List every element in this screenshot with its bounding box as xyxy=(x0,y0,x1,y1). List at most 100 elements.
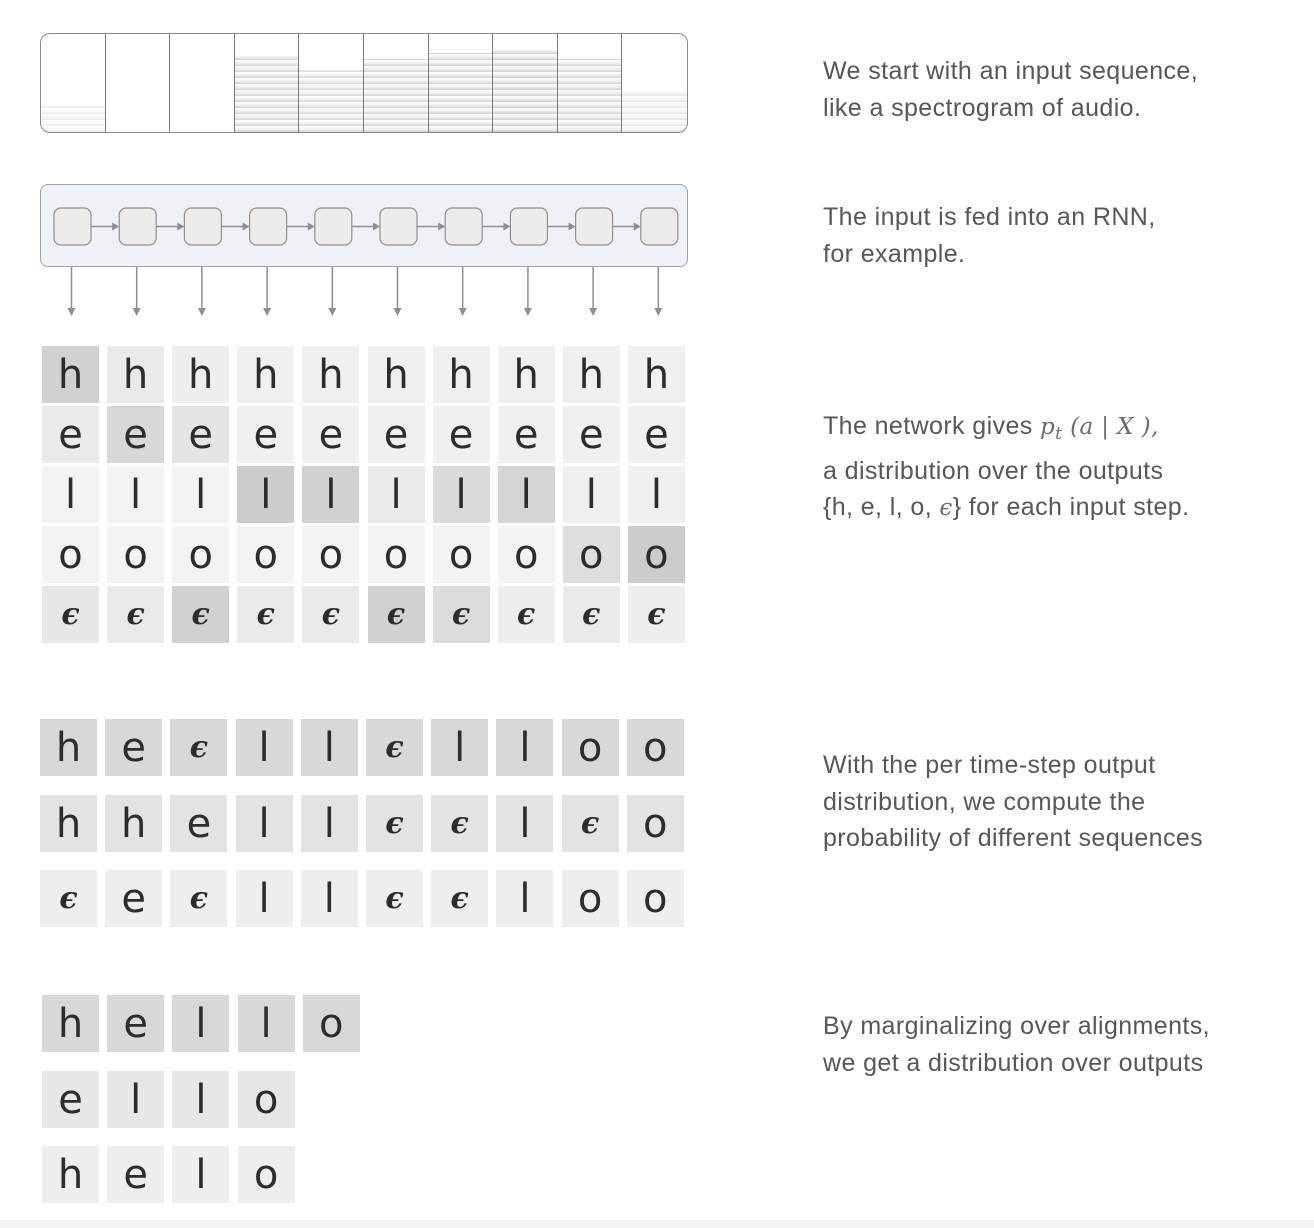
spectrogram-segment xyxy=(364,34,429,132)
alignment-cell: o xyxy=(626,795,684,852)
spectrogram-segment xyxy=(493,34,558,132)
alignment-cell: o xyxy=(561,719,619,776)
output-arrowhead xyxy=(263,308,272,316)
distribution-cell: h xyxy=(237,346,295,403)
alignment-cell: l xyxy=(300,719,358,776)
alignment-cell: l xyxy=(235,795,293,852)
caption-seq-line-2: distribution, we compute the xyxy=(823,787,1146,816)
spectrogram-segment xyxy=(557,34,623,132)
rnn-arrowhead xyxy=(633,222,641,231)
distribution-cell: e xyxy=(172,406,230,463)
alignment-cell: ϵ xyxy=(431,870,489,927)
rnn-output-arrows xyxy=(67,267,663,316)
alignment-cell: e xyxy=(105,870,163,927)
distribution-cell: h xyxy=(172,346,230,403)
rnn-cell xyxy=(640,207,679,246)
alignment-cell: e xyxy=(170,795,228,852)
alignment-cell: ϵ xyxy=(366,719,423,776)
spectrogram-energy xyxy=(299,69,363,132)
distribution-cell: l xyxy=(42,466,99,523)
distribution-cell: o xyxy=(42,526,99,583)
alignment-cell: ϵ xyxy=(170,719,228,776)
rnn-arrowhead xyxy=(373,222,380,231)
spectrogram-strip xyxy=(40,33,688,133)
output-arrowhead xyxy=(523,308,532,316)
caption-seq-line-1: With the per time-step output xyxy=(823,751,1156,779)
rnn-cell xyxy=(314,207,353,246)
output-cell: l xyxy=(237,995,295,1052)
spectrogram-energy xyxy=(428,52,493,132)
distribution-cell: ϵ xyxy=(367,586,425,643)
rnn-block xyxy=(40,184,688,267)
alignment-cell: l xyxy=(431,719,489,776)
spectrogram-segment xyxy=(428,34,494,132)
distribution-cell: l xyxy=(497,466,555,523)
rnn-arrowhead xyxy=(503,222,511,231)
spectrogram-segment xyxy=(234,34,300,132)
distribution-cell: ϵ xyxy=(302,586,360,643)
alignment-cell: ϵ xyxy=(40,870,97,927)
output-cell: l xyxy=(107,1071,165,1128)
distribution-cell: l xyxy=(367,466,425,523)
rnn-cell xyxy=(249,207,288,246)
output-cell: l xyxy=(172,1071,230,1128)
output-arrowhead xyxy=(393,308,402,316)
spectrogram-energy xyxy=(364,59,428,132)
distribution-cell: h xyxy=(432,346,490,403)
output-cell: o xyxy=(237,1071,295,1128)
output-cell: e xyxy=(107,1146,165,1203)
alignment-cell: ϵ xyxy=(170,870,228,927)
alignment-cell: l xyxy=(496,719,554,776)
alignment-cell: ϵ xyxy=(366,870,423,927)
distribution-cell: l xyxy=(562,466,620,523)
alignment-cell: h xyxy=(40,719,97,776)
distribution-cell: o xyxy=(367,526,425,583)
distribution-cell: h xyxy=(42,346,99,403)
distribution-cell: e xyxy=(367,406,425,463)
distribution-cell: ϵ xyxy=(107,586,165,643)
output-cell: l xyxy=(172,995,230,1052)
alignment-cell: l xyxy=(300,870,358,927)
output-arrowhead xyxy=(654,308,663,316)
rnn-arrowhead xyxy=(177,222,185,231)
caption-marginalize: By marginalizing over alignments, we get… xyxy=(823,1008,1243,1081)
distribution-cell: e xyxy=(302,406,360,463)
rnn-arrowhead xyxy=(568,222,576,231)
epsilon-symbol: ϵ xyxy=(939,495,953,521)
spectrogram-segment xyxy=(622,34,687,132)
alignment-cell: h xyxy=(105,795,163,852)
spectrogram-segment xyxy=(41,34,106,132)
alignment-cell: o xyxy=(626,870,684,927)
rnn-arrowhead xyxy=(242,222,250,231)
distribution-cell: o xyxy=(237,526,295,583)
rnn-cell xyxy=(444,207,483,246)
caption-marg-line-1: By marginalizing over alignments, xyxy=(823,1012,1210,1040)
caption-sequences: With the per time-step output distributi… xyxy=(823,747,1243,857)
alignment-cell: o xyxy=(626,719,684,776)
distribution-cell: e xyxy=(432,406,490,463)
caption-distribution-line-1: The network gives pt (a | X ), xyxy=(823,412,1159,444)
alignment-cell: l xyxy=(235,870,293,927)
prob-expression: pt (a | X ), xyxy=(1040,414,1159,444)
caption-input: We start with an input sequence, like a … xyxy=(823,53,1243,126)
distribution-cell: ϵ xyxy=(562,586,620,643)
caption-distribution: The network gives pt (a | X ), a distrib… xyxy=(823,408,1243,527)
footer-bar xyxy=(0,1220,1314,1228)
distribution-cell: h xyxy=(562,346,620,403)
output-arrowhead xyxy=(197,308,206,316)
alignment-cell: o xyxy=(561,870,619,927)
distribution-cell: ϵ xyxy=(237,586,295,643)
caption-distribution-line-3: {h, e, l, o, ϵ} for each input step. xyxy=(823,493,1190,521)
caption-distribution-line-2: a distribution over the outputs xyxy=(823,456,1164,485)
caption-input-line-1: We start with an input sequence, xyxy=(823,57,1199,85)
distribution-cell: o xyxy=(172,526,230,583)
caption-rnn-line-2: for example. xyxy=(823,239,966,268)
rnn-cell xyxy=(183,207,222,246)
distribution-cell: e xyxy=(42,406,99,463)
distribution-cell: o xyxy=(432,526,490,583)
output-cell: l xyxy=(172,1146,230,1203)
distribution-cell: l xyxy=(302,466,360,523)
rnn-diagram xyxy=(53,207,679,246)
distribution-cell: o xyxy=(497,526,555,583)
output-cell: e xyxy=(107,995,165,1052)
